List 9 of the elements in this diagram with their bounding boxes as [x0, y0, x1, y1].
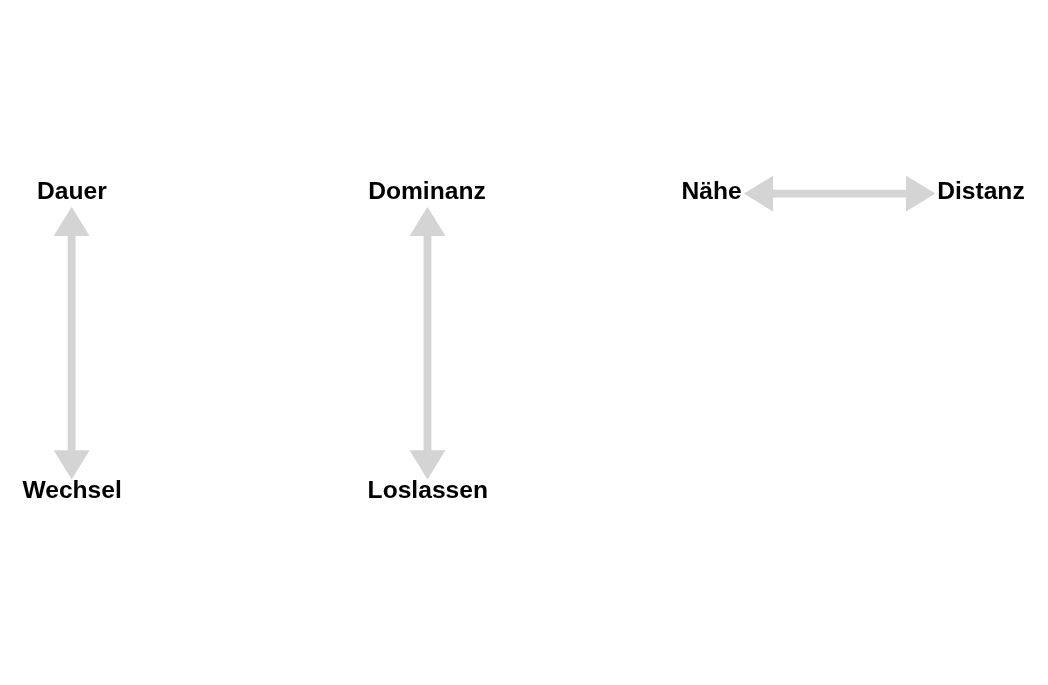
arrow	[743, 175, 936, 212]
node-text: Nähe	[681, 176, 742, 204]
node-text: Dominanz	[368, 176, 486, 204]
node-text: Distanz	[937, 176, 1025, 204]
arrow	[53, 206, 90, 480]
arrow	[409, 206, 446, 480]
node-text: Loslassen	[367, 475, 488, 503]
node-text: Dauer	[36, 176, 107, 204]
node-text: Wechsel	[22, 475, 122, 503]
